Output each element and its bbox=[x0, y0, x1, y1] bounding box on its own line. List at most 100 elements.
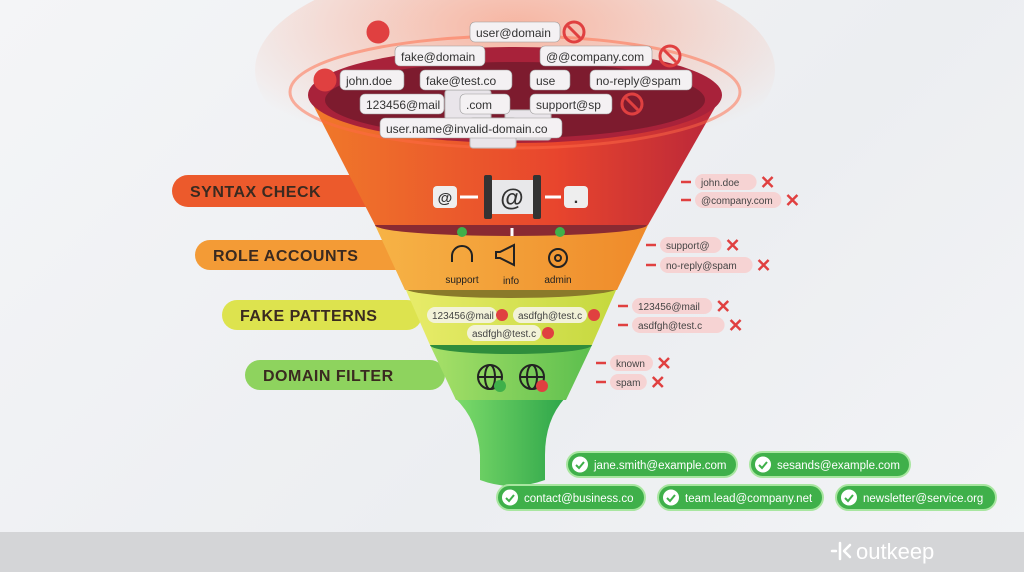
svg-text:use: use bbox=[536, 74, 556, 88]
incoming-email-bubble: support@sp bbox=[529, 93, 613, 115]
x-icon bbox=[651, 376, 664, 388]
x-icon bbox=[717, 300, 730, 312]
role-label-pill bbox=[195, 240, 410, 270]
valid-email-badge: sesands@example.com bbox=[749, 451, 911, 478]
svg-text:team.lead@company.net: team.lead@company.net bbox=[685, 493, 813, 505]
rejected-email: john.doe bbox=[681, 174, 774, 190]
rejected-email: spam bbox=[596, 374, 664, 390]
svg-text:contact@business.co: contact@business.co bbox=[524, 493, 633, 505]
funnel-role-stage bbox=[375, 225, 648, 290]
outkeep-logo-icon bbox=[830, 541, 852, 561]
svg-text:@: @ bbox=[500, 185, 523, 212]
fake-label-pill bbox=[222, 300, 422, 330]
rejected-email: support@ bbox=[646, 237, 739, 253]
incoming-email-bubble: 123456@mail bbox=[359, 93, 445, 115]
svg-text:info: info bbox=[503, 276, 520, 287]
prohibited-icon bbox=[620, 92, 644, 116]
incoming-email-bubble: .com bbox=[459, 93, 511, 115]
svg-text:john.doe: john.doe bbox=[345, 74, 392, 88]
svg-text:newsletter@service.org: newsletter@service.org bbox=[863, 493, 983, 505]
stage-label-fake: FAKE PATTERNS bbox=[240, 308, 377, 325]
svg-text:@: @ bbox=[438, 190, 453, 207]
domain-label-pill bbox=[245, 360, 445, 390]
x-icon bbox=[496, 309, 508, 321]
valid-email-badge: contact@business.co bbox=[496, 484, 646, 511]
svg-text:.: . bbox=[574, 190, 578, 207]
rejected-email: no-reply@spam bbox=[646, 257, 770, 273]
brand-name: outkeep bbox=[856, 539, 934, 564]
svg-text:fake@domain: fake@domain bbox=[401, 50, 475, 64]
svg-text:user@domain: user@domain bbox=[476, 26, 551, 40]
svg-text:asdfgh@test.c: asdfgh@test.c bbox=[638, 321, 702, 332]
x-icon bbox=[726, 239, 739, 251]
rejected-email: known bbox=[596, 355, 670, 371]
rejected-emails: john.doe @company.com support@ no-reply@spa… bbox=[596, 174, 799, 390]
rejected-email: @company.com bbox=[681, 192, 799, 208]
x-icon bbox=[757, 259, 770, 271]
x-icon bbox=[761, 176, 774, 188]
svg-text:spam: spam bbox=[616, 378, 640, 389]
valid-email-badge: newsletter@service.org bbox=[835, 484, 997, 511]
check-icon bbox=[663, 489, 679, 506]
gear-icon bbox=[548, 248, 568, 268]
headset-icon bbox=[451, 245, 473, 262]
svg-text:jane.smith@example.com: jane.smith@example.com bbox=[593, 460, 726, 472]
x-icon bbox=[588, 309, 600, 321]
incoming-email-bubble: john.doe bbox=[339, 69, 405, 91]
dot-symbol-box bbox=[564, 186, 588, 208]
svg-text:123456@mail: 123456@mail bbox=[432, 311, 494, 322]
check-icon bbox=[502, 489, 518, 506]
svg-text:support@: support@ bbox=[666, 241, 710, 252]
svg-text:user.name@invalid-domain.co: user.name@invalid-domain.co bbox=[386, 122, 548, 136]
footer-bar bbox=[0, 532, 1024, 572]
svg-text:no-reply@spam: no-reply@spam bbox=[666, 261, 737, 272]
valid-emails: jane.smith@example.com sesands@example.co… bbox=[496, 451, 997, 511]
check-icon bbox=[494, 380, 506, 392]
svg-text:admin: admin bbox=[544, 275, 571, 286]
check-icon bbox=[841, 489, 857, 506]
valid-email-badge: jane.smith@example.com bbox=[566, 451, 738, 478]
funnel-fake-stage bbox=[405, 288, 617, 345]
check-icon bbox=[755, 456, 771, 473]
stage-label-role: ROLE ACCOUNTS bbox=[213, 248, 358, 265]
x-icon bbox=[658, 357, 670, 369]
check-icon bbox=[457, 227, 467, 237]
x-icon bbox=[786, 194, 799, 206]
incoming-email-bubble: no-reply@spam bbox=[589, 69, 693, 91]
x-icon bbox=[366, 20, 390, 44]
svg-text:123456@mail: 123456@mail bbox=[638, 302, 700, 313]
check-icon bbox=[572, 456, 588, 473]
x-icon bbox=[313, 68, 337, 92]
incoming-email-bubble: @@company.com bbox=[539, 45, 653, 67]
svg-text:known: known bbox=[616, 359, 645, 370]
svg-text:@company.com: @company.com bbox=[701, 196, 773, 207]
prohibited-icon bbox=[658, 44, 682, 68]
stage-label-syntax: SYNTAX CHECK bbox=[190, 184, 321, 201]
x-icon bbox=[542, 327, 554, 339]
at-symbol-box bbox=[433, 186, 457, 208]
x-icon bbox=[729, 319, 742, 331]
incoming-email-bubble: user.name@invalid-domain.co bbox=[379, 117, 563, 139]
svg-text:asdfgh@test.c: asdfgh@test.c bbox=[518, 311, 582, 322]
incoming-email-bubble: user@domain bbox=[469, 21, 561, 43]
svg-text:asdfgh@test.c: asdfgh@test.c bbox=[472, 329, 536, 340]
syntax-validator bbox=[492, 180, 533, 214]
svg-text:support@sp: support@sp bbox=[536, 98, 601, 112]
prohibited-icon bbox=[562, 20, 586, 44]
check-icon bbox=[555, 227, 565, 237]
incoming-email-bubble: fake@domain bbox=[394, 45, 486, 67]
svg-text:john.doe: john.doe bbox=[700, 178, 740, 189]
svg-text:sesands@example.com: sesands@example.com bbox=[777, 460, 900, 472]
svg-text:123456@mail: 123456@mail bbox=[366, 98, 440, 112]
syntax-label-pill bbox=[172, 175, 392, 207]
megaphone-icon bbox=[495, 243, 515, 267]
svg-text:fake@test.co: fake@test.co bbox=[426, 74, 497, 88]
rejected-email: asdfgh@test.c bbox=[618, 317, 742, 333]
valid-email-badge: team.lead@company.net bbox=[657, 484, 824, 511]
incoming-email-bubble: fake@test.co bbox=[419, 69, 513, 91]
svg-text:@@company.com: @@company.com bbox=[546, 50, 644, 64]
stage-label-domain: DOMAIN FILTER bbox=[263, 368, 394, 385]
svg-text:.com: .com bbox=[466, 98, 492, 112]
